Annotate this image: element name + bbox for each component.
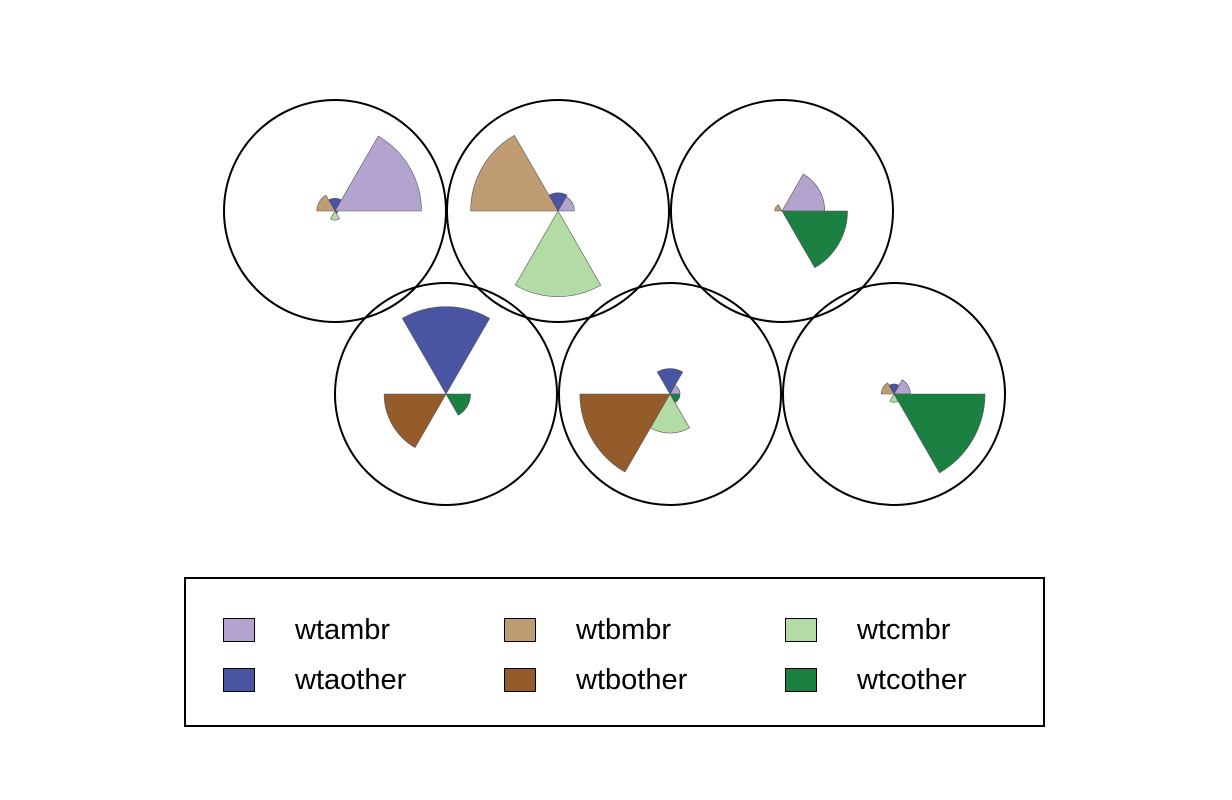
- node-1: [316, 135, 422, 221]
- node-4: [383, 306, 491, 448]
- sector-node2-wtcmbr: [514, 210, 602, 297]
- sector-node3-wtbmbr: [774, 204, 783, 212]
- sector-node3-wtcother: [781, 210, 848, 269]
- sector-node3-wtambr: [781, 173, 826, 212]
- node-circle-3: [670, 99, 894, 323]
- sector-node4-wtbother: [383, 393, 447, 448]
- legend-swatch: [223, 618, 255, 642]
- node-3: [774, 173, 848, 269]
- node-circle-4: [334, 282, 558, 506]
- sector-node1-wtambr: [334, 135, 422, 212]
- legend-swatch: [785, 668, 817, 692]
- legend-label: wtbmbr: [576, 613, 672, 646]
- sector-node1-wtcmbr: [330, 210, 340, 221]
- legend-label: wtaother: [295, 663, 407, 696]
- legend-item-wtcother: wtcother: [785, 663, 967, 697]
- legend-swatch: [504, 618, 536, 642]
- radial-map-plot: [223, 99, 1006, 506]
- legend-item-wtcmbr: wtcmbr: [785, 613, 950, 647]
- sector-node5-wtaother: [656, 368, 684, 395]
- sector-node1-wtbmbr: [316, 194, 336, 212]
- legend-item-wtaother: wtaother: [223, 663, 406, 697]
- sector-node1-wtcother: [334, 210, 339, 214]
- node-circle-5: [558, 282, 782, 506]
- legend-swatch: [785, 618, 817, 642]
- legend-label: wtbother: [576, 663, 688, 696]
- legend-item-wtbother: wtbother: [504, 663, 687, 697]
- node-5: [579, 368, 690, 473]
- sector-node5-wtbother: [579, 393, 671, 473]
- legend: wtambr wtbmbr wtcmbr wtaother wtbother wtcoth…: [184, 577, 1045, 727]
- sector-node5-wtcother: [669, 393, 681, 404]
- sector-node4-wtcother: [445, 393, 471, 416]
- node-circle-2: [446, 99, 670, 323]
- sector-node6-wtbmbr: [880, 382, 895, 395]
- legend-label: wtambr: [295, 613, 391, 646]
- legend-swatch: [504, 668, 536, 692]
- legend-item-wtambr: wtambr: [223, 613, 390, 647]
- node-circle-6: [782, 282, 1006, 506]
- node-6: [880, 379, 986, 474]
- legend-label: wtcmbr: [857, 613, 951, 646]
- node-2: [470, 134, 602, 297]
- sector-node5-wtcmbr: [650, 393, 690, 434]
- sector-node4-wtaother: [401, 306, 491, 395]
- sector-node6-wtcother: [893, 393, 986, 474]
- legend-swatch: [223, 668, 255, 692]
- legend-label: wtcother: [857, 663, 967, 696]
- legend-item-wtbmbr: wtbmbr: [504, 613, 671, 647]
- sector-node2-wtbmbr: [470, 134, 559, 212]
